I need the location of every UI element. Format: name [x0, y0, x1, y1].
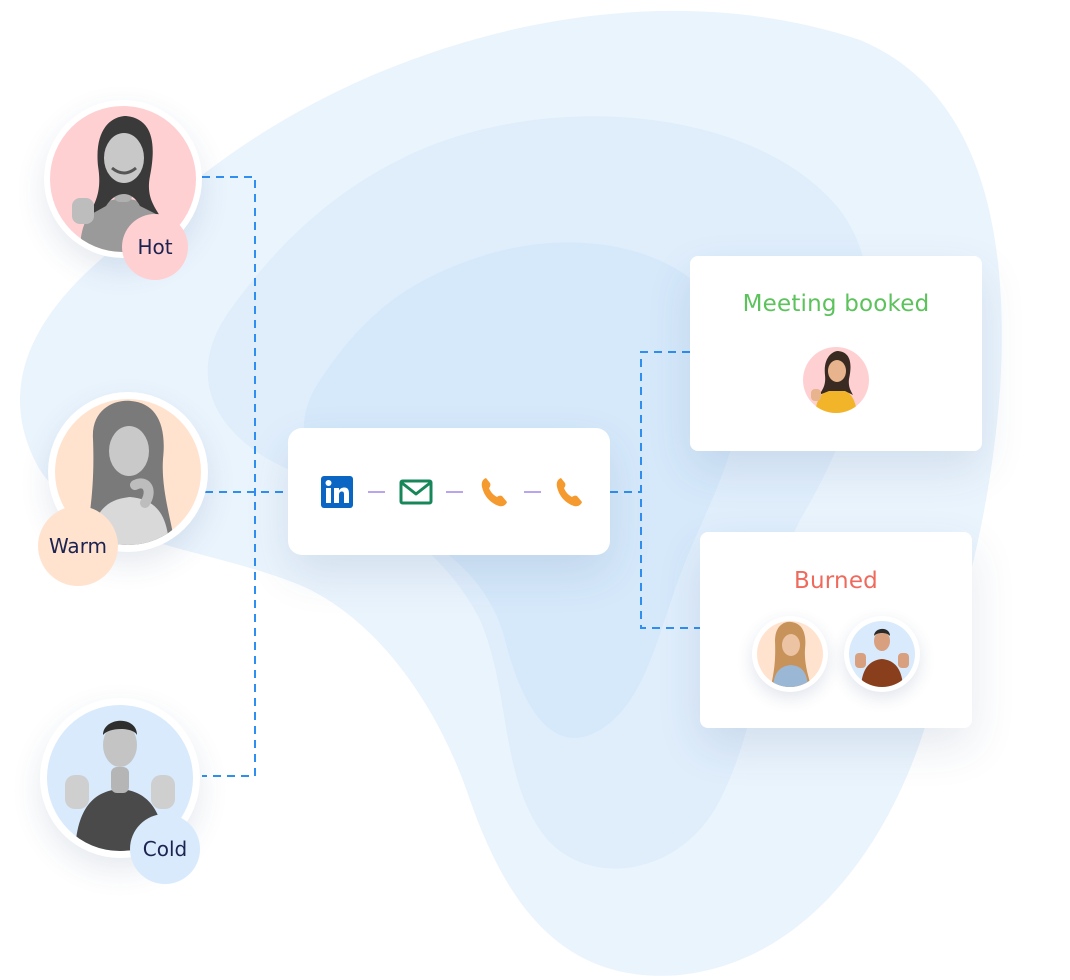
lead-hot-badge: Hot	[122, 214, 188, 280]
email-icon[interactable]	[399, 475, 433, 509]
outcome-burned-card: Burned	[700, 532, 972, 728]
sequence-connector	[524, 491, 541, 493]
lead-hot-label: Hot	[137, 235, 173, 259]
lead-cold-badge: Cold	[130, 814, 200, 884]
phone-icon[interactable]	[552, 475, 586, 509]
person-hot-icon	[811, 351, 857, 413]
burned-avatar-warm	[757, 621, 823, 687]
lead-warm: Warm	[38, 392, 208, 586]
person-warm-icon	[771, 621, 811, 687]
connector-hot-to-trunk	[202, 176, 256, 777]
outcome-burned-title: Burned	[794, 568, 878, 594]
lead-warm-badge: Warm	[38, 506, 118, 586]
linkedin-icon[interactable]	[320, 475, 354, 509]
connector-sequence-to-outcomes	[610, 351, 700, 629]
phone-icon[interactable]	[477, 475, 511, 509]
lead-hot: Hot	[44, 100, 204, 280]
lead-cold: Cold	[40, 698, 200, 884]
outreach-sequence-card	[288, 428, 610, 555]
lead-cold-label: Cold	[142, 837, 188, 861]
sequence-connector	[446, 491, 463, 493]
lead-cold-photo	[47, 705, 193, 851]
lead-warm-label: Warm	[48, 534, 108, 558]
person-warm-icon	[85, 400, 175, 545]
person-cold-icon	[855, 628, 909, 687]
burned-avatar-cold	[849, 621, 915, 687]
sequence-connector	[368, 491, 385, 493]
meeting-booked-avatar	[803, 347, 869, 413]
outcome-meeting-booked-title: Meeting booked	[742, 291, 930, 317]
outcome-meeting-booked-card: Meeting booked	[690, 256, 982, 451]
